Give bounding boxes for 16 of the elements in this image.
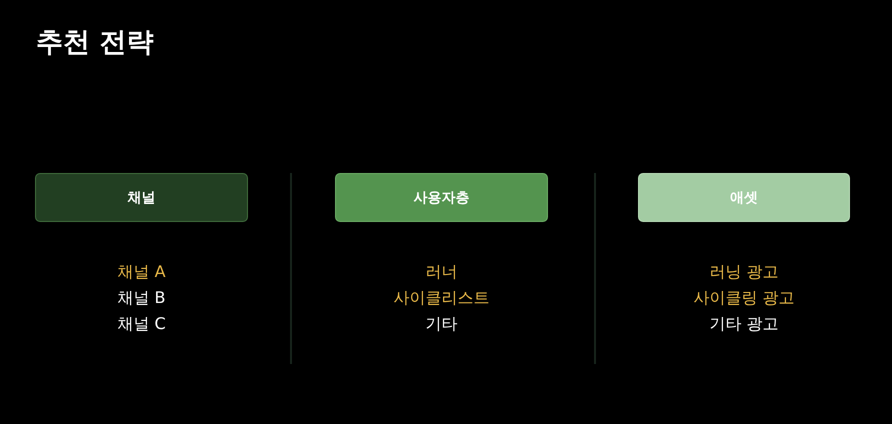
list-item: 사이클리스트 [394,288,490,308]
category-header-box [335,173,548,222]
list-item: 기타 광고 [709,314,779,334]
list-item: 기타 [426,314,458,334]
title: 추천 전략 [36,26,154,60]
category-header-box [35,173,248,222]
list-item: 채널 A [117,262,166,282]
header-text: 사용자층 [414,188,470,206]
list-item: 러닝 광고 [709,262,779,282]
list-item: 채널 C [117,314,166,334]
header-text: 채널 [128,188,156,206]
list-item: 채널 B [117,288,166,308]
list-item: 러너 [426,262,458,282]
category-header-box [638,173,850,222]
header-text: 애셋 [730,188,758,206]
list-item: 사이클링 광고 [693,288,795,308]
